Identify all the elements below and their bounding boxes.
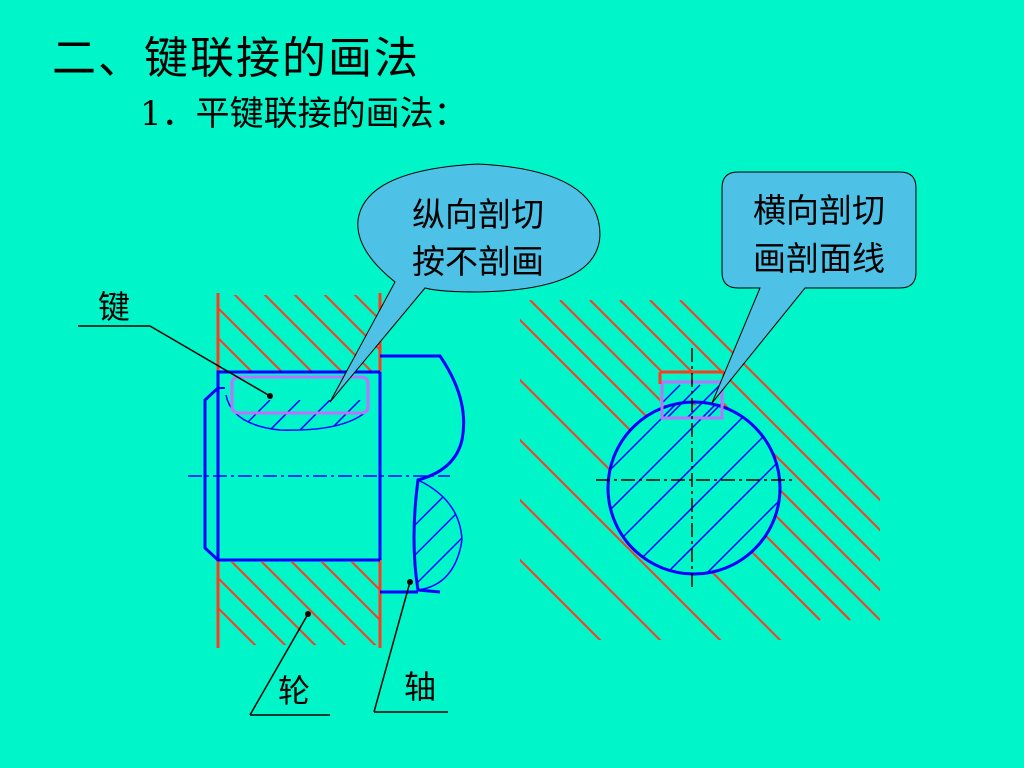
callout-transverse (711, 171, 917, 404)
page-title: 二、键联接的画法 (52, 33, 420, 84)
callout-longitudinal (329, 163, 601, 403)
leader-key (149, 325, 271, 397)
callout-longitudinal-line1: 纵向剖切 (412, 195, 544, 234)
leader-shaft (373, 581, 411, 713)
callout-transverse-line2: 画剖面线 (753, 239, 885, 278)
hub-top-hatch (218, 295, 380, 372)
label-shaft: 轴 (404, 668, 436, 706)
label-wheel: 轮 (278, 672, 310, 710)
hub-section-hatch (520, 300, 880, 640)
flat-key-longitudinal (230, 375, 370, 415)
label-key: 键 (98, 288, 130, 326)
callout-longitudinal-line2: 按不剖画 (412, 242, 544, 281)
shaft-step (380, 354, 466, 594)
hub-bottom-hatch (218, 562, 380, 645)
shaft-cross-section (606, 400, 782, 576)
callout-transverse-line1: 横向剖切 (753, 191, 885, 230)
section-subtitle: 1．平键联接的画法： (140, 94, 468, 134)
leader-wheel (249, 613, 309, 716)
